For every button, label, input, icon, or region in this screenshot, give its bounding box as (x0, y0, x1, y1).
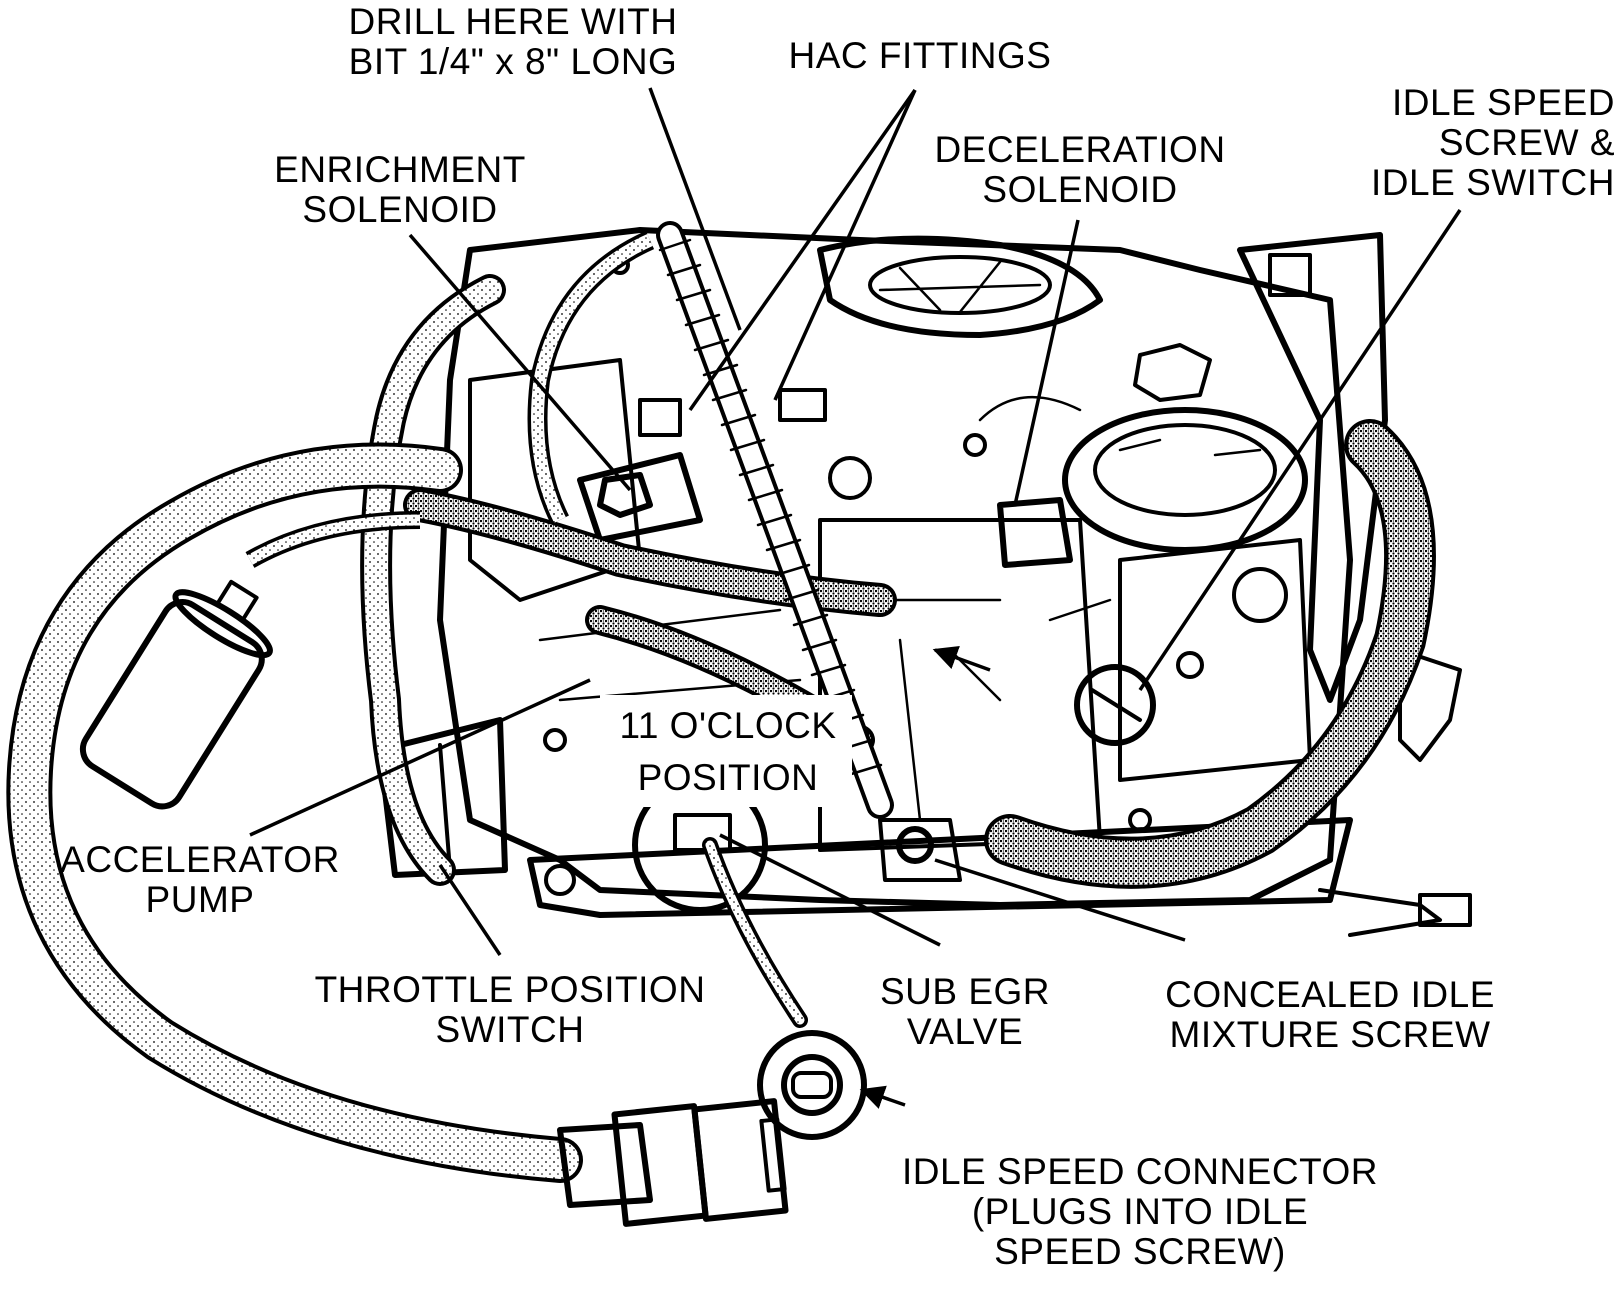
idle-speed-cable (702, 837, 867, 1140)
label-line: POSITION (637, 757, 819, 798)
label-line: SOLENOID (302, 189, 498, 230)
label-deceleration-solenoid: DECELERATION SOLENOID (920, 130, 1240, 210)
label-line: CONCEALED IDLE (1165, 974, 1495, 1015)
label-line: THROTTLE POSITION (314, 969, 706, 1010)
label-line: ENRICHMENT (274, 149, 526, 190)
label-line: SCREW & (1438, 122, 1615, 163)
hoses (360, 230, 1436, 889)
label-line: DECELERATION (934, 129, 1226, 170)
label-idle-speed-connector: IDLE SPEED CONNECTOR (PLUGS INTO IDLE SP… (880, 1152, 1400, 1272)
label-drill-here: DRILL HERE WITH BIT 1/4" x 8" LONG (318, 2, 708, 82)
label-line: SWITCH (435, 1009, 585, 1050)
label-accelerator-pump: ACCELERATOR PUMP (45, 840, 355, 920)
clock-label-backdrop (600, 695, 852, 807)
label-line: MIXTURE SCREW (1169, 1014, 1491, 1055)
label-line: DRILL HERE WITH (348, 1, 678, 42)
wiring-harness (6, 442, 789, 1227)
label-line: SOLENOID (982, 169, 1178, 210)
label-sub-egr-valve: SUB EGR VALVE (865, 972, 1065, 1052)
label-line: IDLE SWITCH (1371, 162, 1615, 203)
label-line: BIT 1/4" x 8" LONG (348, 41, 678, 82)
label-line: ACCELERATOR (60, 839, 340, 880)
label-idle-speed-screw: IDLE SPEED SCREW & IDLE SWITCH (1335, 83, 1615, 203)
label-line: (PLUGS INTO IDLE (971, 1191, 1309, 1232)
label-hac-fittings: HAC FITTINGS (770, 36, 1070, 76)
leader-lines (249, 87, 1462, 1109)
label-concealed-idle-mixture-screw: CONCEALED IDLE MIXTURE SCREW (1140, 975, 1520, 1055)
label-enrichment-solenoid: ENRICHMENT SOLENOID (255, 150, 545, 230)
label-line: HAC FITTINGS (788, 35, 1052, 76)
label-line: SUB EGR (879, 971, 1051, 1012)
label-line: VALVE (906, 1011, 1024, 1052)
label-throttle-position-switch: THROTTLE POSITION SWITCH (290, 970, 730, 1050)
label-11-oclock-position: 11 O'CLOCK POSITION (598, 700, 858, 804)
label-line: PUMP (145, 879, 255, 920)
label-line: IDLE SPEED (1392, 82, 1615, 123)
label-line: 11 O'CLOCK (619, 705, 837, 746)
label-line: SPEED SCREW) (994, 1231, 1286, 1272)
label-line: IDLE SPEED CONNECTOR (901, 1151, 1379, 1192)
